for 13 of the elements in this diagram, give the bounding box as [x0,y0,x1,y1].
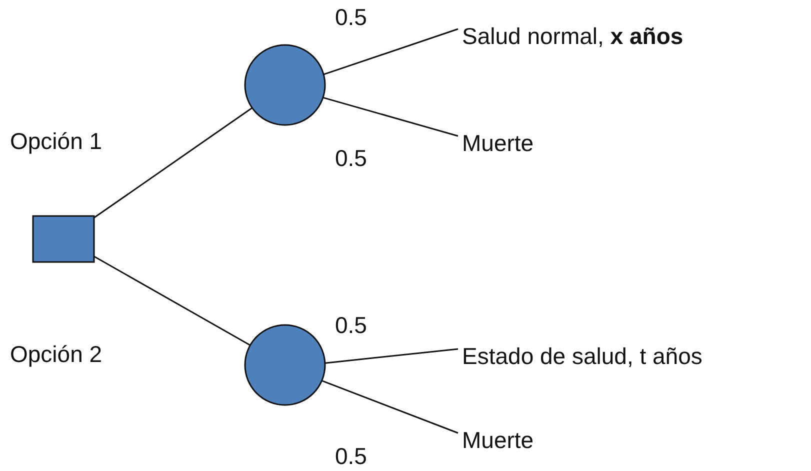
outcome-label: Muerte [462,427,534,454]
branch-line [322,380,458,434]
chance-node-circle [244,44,326,126]
outcome-label: Muerte [462,130,534,156]
outcome-label: Salud normal, x años [462,23,684,50]
branch-line [323,28,458,76]
branch-line [94,107,253,218]
decision-node-square [32,215,95,263]
branch-line [322,96,458,137]
outcome-label: Estado de salud, t años [462,343,702,370]
branch-line [324,348,458,364]
chance-node-circle [244,324,326,406]
branch-line [94,256,251,346]
